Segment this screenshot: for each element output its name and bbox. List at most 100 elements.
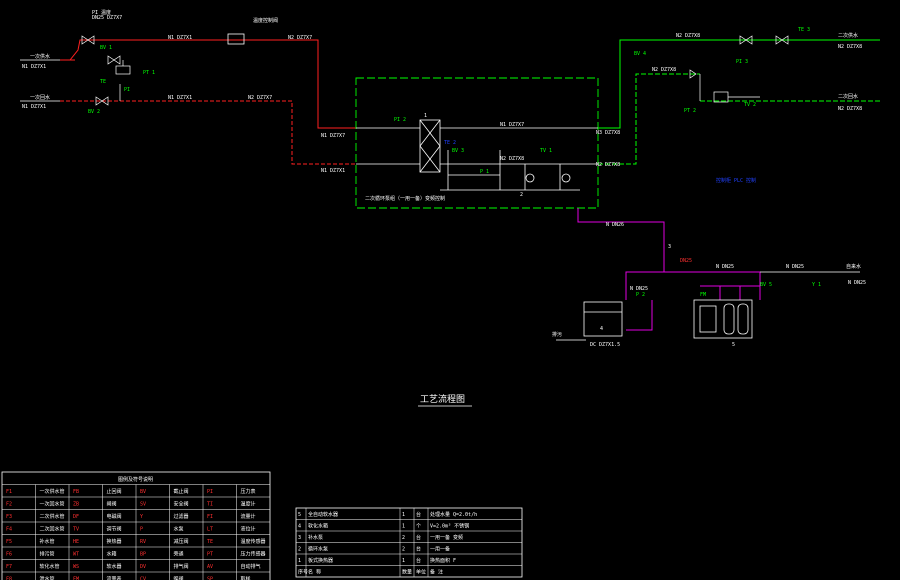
left-annotations: PI 温度 DN25 DZ7X7 BV 1 TE PT 1 BV 2 PI 一次… [22,9,345,174]
legend-cell: F2 [6,502,12,508]
equipment-cell: 1 [298,558,301,564]
svg-text:N1 DZ7X1: N1 DZ7X1 [22,104,46,110]
legend-cell: 一次供水管 [40,488,65,495]
svg-text:N2 DZ7X7: N2 DZ7X7 [248,95,272,101]
svg-text:PI 2: PI 2 [394,117,406,123]
equipment-cell: 一用一备 [430,546,450,553]
water-softener [693,299,753,339]
svg-text:3: 3 [668,244,671,250]
legend-cell: BV [140,489,146,495]
legend-cell: PT [207,552,213,558]
svg-text:TE 2: TE 2 [444,140,456,146]
equipment-cell: 软化水箱 [308,523,328,530]
equipment-cell: 3 [298,535,301,541]
svg-text:N DN25: N DN25 [848,280,866,286]
svg-text:N1 DZ7X1: N1 DZ7X1 [321,168,345,174]
svg-text:BV 5: BV 5 [760,282,772,288]
svg-text:BV 1: BV 1 [100,45,112,51]
legend-cell: 泄水管 [40,576,55,580]
svg-text:1: 1 [424,113,427,119]
unit-internal-piping [356,127,598,191]
legend-cell: TI [207,502,213,508]
equipment-cell: 处理水量 Q=2.0t/h [430,511,477,518]
svg-text:N1 DZ7X1: N1 DZ7X1 [168,95,192,101]
legend-cell: 温度计 [241,501,256,508]
equipment-cell: 台 [416,511,421,518]
svg-text:一次供水: 一次供水 [30,53,50,60]
legend-cell: AV [207,564,213,570]
svg-text:PT 2: PT 2 [684,108,696,114]
legend-cell: 补水管 [40,538,55,545]
legend-cell: WS [73,564,79,570]
legend-cell: F4 [6,527,12,533]
left-valve-group [81,35,131,106]
diagram-title: 工艺流程图 [420,393,465,405]
unit-annotations: PI 2 TE 2 BV 3 P 1 TV 1 N1 DZ7X7 N2 DZ7X… [365,113,552,202]
legend-cell: 旁通 [174,551,184,558]
legend-cell: 温度传感器 [241,538,266,545]
equipment-cell: 补水泵 [308,534,323,541]
legend-title: 图例及符号说明 [118,476,153,483]
legend-cell: 液位计 [241,526,256,533]
legend-cell: F8 [6,577,12,580]
equipment-cell: 数量 [402,569,412,576]
svg-text:N1 DZ7X7: N1 DZ7X7 [321,133,345,139]
svg-text:N1 DZ7X7: N1 DZ7X7 [500,122,524,128]
legend-cell: 排气阀 [174,563,189,570]
svg-text:TE 3: TE 3 [798,27,810,33]
equipment-cell: 4 [298,524,301,530]
legend-cell: DV [140,564,146,570]
legend-cell: 蝶阀 [174,576,184,580]
legend-cell: 软化水管 [40,563,60,570]
svg-text:DN25: DN25 [680,258,692,264]
legend-cell: BP [140,552,146,558]
secondary-supply-pipe [598,39,880,129]
legend-cell: 流量表 [107,576,122,580]
right-valve-group [689,35,789,103]
equipment-cell: 单位 [416,569,426,576]
svg-text:BV 4: BV 4 [634,51,646,57]
legend-cell: 减压阀 [174,538,189,545]
equipment-cell: 循环水泵 [308,546,328,553]
legend-cell: P [140,527,143,533]
legend-cell: Y [140,514,143,520]
legend-cell: 二次供水管 [40,513,65,520]
svg-text:2: 2 [520,192,523,198]
legend-cell: WT [73,552,79,558]
svg-text:PI 3: PI 3 [736,59,748,65]
equipment-cell: 台 [416,557,421,564]
svg-text:控制柜 PLC 控制: 控制柜 PLC 控制 [716,177,756,184]
legend-cell: F1 [6,489,12,495]
legend-cell: F5 [6,539,12,545]
svg-text:N3 DZ7X8: N3 DZ7X8 [596,130,620,136]
legend-cell: 水泵 [174,526,184,533]
svg-text:PI 温度: PI 温度 [92,9,111,16]
svg-text:N DN25: N DN25 [716,264,734,270]
legend-cell: 止回阀 [107,488,122,495]
secondary-return-pipe [598,73,880,165]
equipment-cell: 板式换热器 [308,557,333,564]
legend-cell: 压力传感器 [241,551,266,558]
legend-cell: PI [207,489,213,495]
svg-text:排污: 排污 [552,331,562,338]
legend-cell: 自动排气 [241,563,261,570]
legend-cell: 截止阀 [174,488,189,495]
primary-return-pipe [60,100,356,165]
legend-cell: 安全阀 [174,501,189,508]
equipment-cell: 全自动软水器 [308,511,338,518]
legend-cell: 过滤器 [174,513,189,520]
equipment-cell: 1 [402,512,405,518]
legend-cell: 电磁阀 [107,513,122,520]
right-annotations: BV 4 PI 3 TE 3 PT 2 TV 2 N2 DZ7X8 N2 DZ7… [596,27,862,184]
legend-cell: FI [207,514,213,520]
legend-cell: ZB [73,502,79,508]
legend-cell: SV [140,502,146,508]
legend-cell: FM [73,577,79,580]
legend-cell: F3 [6,514,12,520]
equipment-cell: 2 [298,547,301,553]
svg-text:一次回水: 一次回水 [30,94,50,101]
svg-text:二次循环泵组（一用一备）变频控制: 二次循环泵组（一用一备）变频控制 [365,195,445,202]
